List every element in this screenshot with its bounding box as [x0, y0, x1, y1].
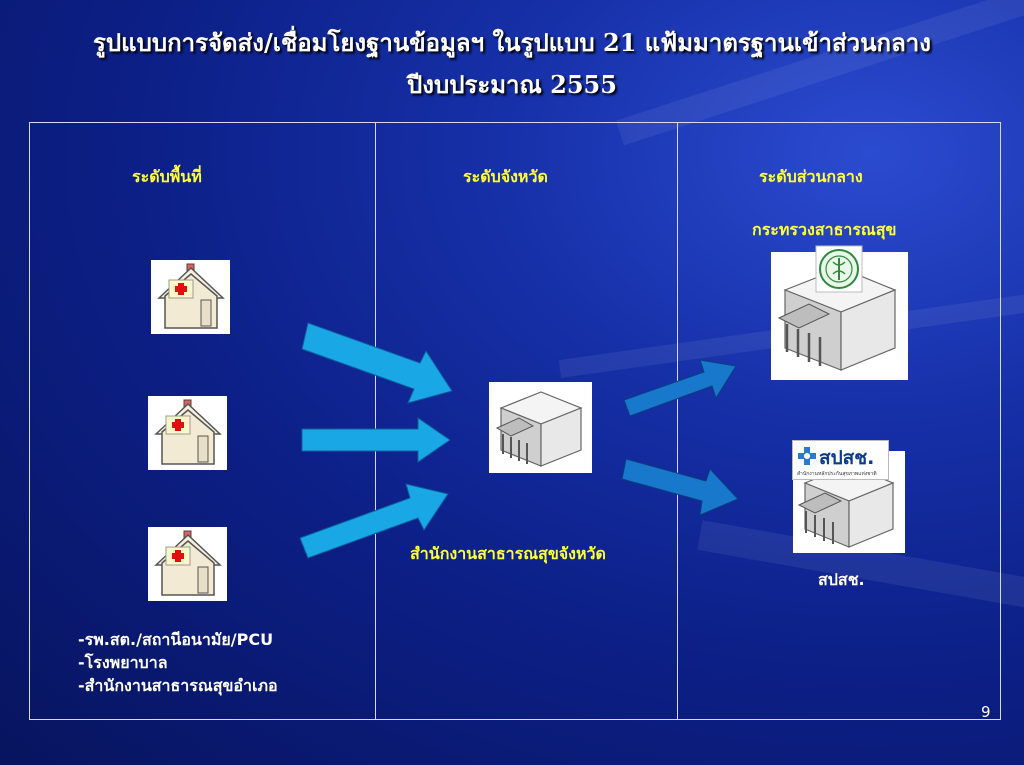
slide-title: รูปแบบการจัดส่ง/เชื่อมโยงฐานข้อมูลฯ ในรู…	[0, 22, 1024, 106]
list-item: -โรงพยาบาล	[78, 653, 168, 672]
nhso-logo-text: สปสช.	[819, 447, 875, 469]
moph-seal-icon	[815, 245, 863, 293]
arrow-right-icon	[301, 417, 451, 463]
house-medical-cross-icon	[148, 527, 227, 601]
nhso-cross-icon	[798, 447, 816, 465]
moph-label: กระทรวงสาธารณสุข	[752, 220, 897, 239]
page-number: 9	[981, 703, 991, 721]
house-medical-cross-icon	[151, 260, 230, 334]
area-level-header: ระดับพื้นที่	[132, 167, 202, 186]
house-medical-cross-icon	[148, 396, 227, 470]
title-line-1: รูปแบบการจัดส่ง/เชื่อมโยงฐานข้อมูลฯ ในรู…	[93, 28, 931, 57]
column-divider	[375, 122, 376, 720]
column-divider	[677, 122, 678, 720]
area-unit-list: -รพ.สต./สถานีอนามัย/PCU -โรงพยาบาล -สำนั…	[78, 628, 278, 697]
arrow-right-icon	[621, 458, 739, 516]
building-icon	[489, 382, 592, 473]
list-item: -รพ.สต./สถานีอนามัย/PCU	[78, 630, 274, 649]
nhso-logo-subtext: สำนักงานหลักประกันสุขภาพแห่งชาติ	[797, 471, 877, 477]
title-line-2: ปีงบประมาณ 2555	[407, 70, 617, 99]
diagram-frame	[29, 122, 1001, 720]
list-item: -สำนักงานสาธารณสุขอำเภอ	[78, 676, 278, 695]
arrow-right-icon	[623, 359, 737, 417]
nhso-label: สปสช.	[818, 570, 865, 589]
province-level-header: ระดับจังหวัด	[463, 167, 548, 186]
provincial-office-label: สำนักงานสาธารณสุขจังหวัด	[410, 544, 606, 563]
nhso-logo: สปสช. สำนักงานหลักประกันสุขภาพแห่งชาติ	[792, 440, 889, 480]
arrow-right-icon	[299, 483, 449, 559]
arrow-right-icon	[301, 322, 453, 404]
central-level-header: ระดับส่วนกลาง	[759, 167, 863, 186]
